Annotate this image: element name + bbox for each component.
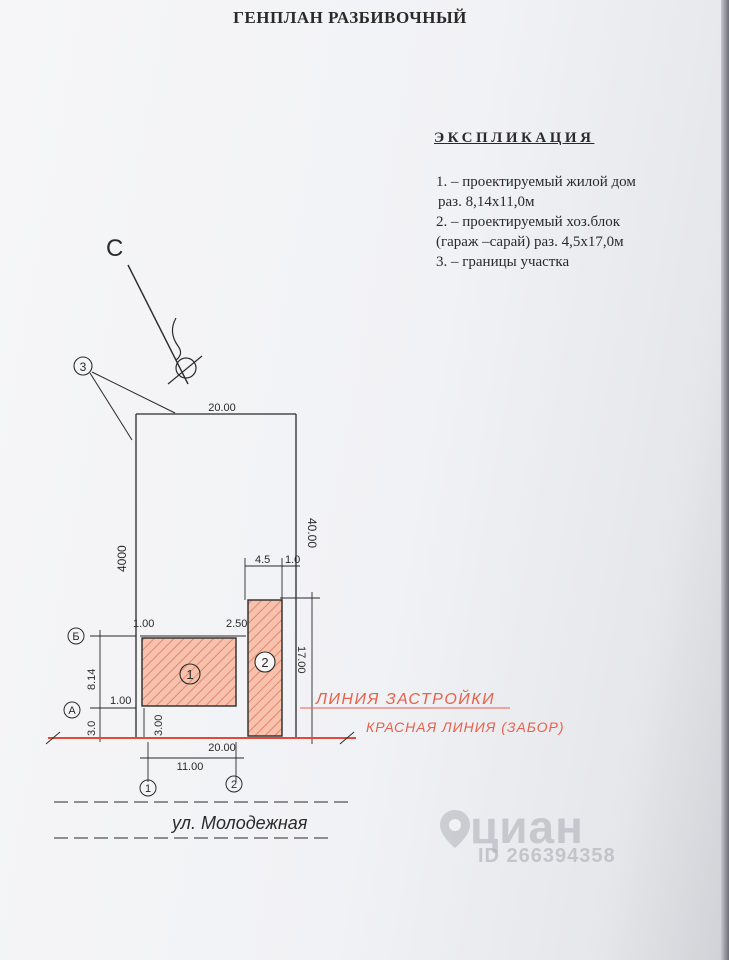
axis-b-label: Б [72, 631, 79, 643]
dim-left-length: 4000 [115, 545, 129, 572]
dim-house-width: 11.00 [177, 761, 204, 773]
dim-top-width: 20.00 [208, 402, 236, 414]
house-footprint: 1 [141, 637, 237, 707]
red-line-annotation: КРАСНАЯ ЛИНИЯ (ЗАБОР) [366, 719, 565, 735]
street-name: ул. Молодежная [170, 813, 308, 833]
explication-line-4: (гараж –сарай) раз. 4,5x17,0м [436, 234, 624, 250]
sheet-shadow-edge [721, 0, 729, 960]
watermark-brand: циан [470, 801, 584, 853]
dim-gap-house-block: 2.50 [226, 618, 247, 630]
dim-house-setback: 3.00 [153, 715, 165, 736]
outbuilding-marker-label: 2 [261, 655, 268, 670]
watermark-logo-icon [440, 810, 470, 848]
page-title: ГЕНПЛАН РАЗБИВОЧНЫЙ [233, 8, 467, 27]
dim-block-gap: 1.0 [285, 554, 300, 566]
dim-block-length: 17.00 [295, 646, 307, 674]
axis-2-label: 2 [231, 779, 237, 791]
dimension-lines [90, 558, 320, 782]
dim-front-setback: 3.0 [86, 721, 98, 736]
dim-block-width: 4.5 [255, 554, 270, 566]
red-line-tick-right [339, 731, 355, 745]
explication-line-3: 2. – проектируемый хоз.блок [436, 214, 621, 230]
dimension-labels: 20.00 4000 40.00 4.5 1.0 1.00 2.50 8.14 … [86, 402, 319, 773]
house-marker-label: 1 [186, 667, 193, 682]
axis-a-label: А [68, 705, 76, 717]
red-line-tick-left [45, 731, 61, 745]
dim-offset-bottom: 1.00 [110, 695, 131, 707]
build-line-annotation: ЛИНИЯ ЗАСТРОЙКИ [315, 689, 495, 708]
street-area: ул. Молодежная [54, 801, 350, 839]
dim-house-depth: 8.14 [86, 669, 98, 690]
explication-line-2: раз. 8,14x11,0м [438, 194, 535, 210]
explication-heading: ЭКСПЛИКАЦИЯ [434, 130, 595, 146]
axis-markers: Б А 1 2 [63, 627, 243, 797]
outbuilding-footprint: 2 [247, 599, 283, 737]
boundary-marker: 3 [73, 356, 176, 441]
explication-line-1: 1. – проектируемый жилой дом [436, 174, 636, 190]
north-arrow: С [106, 235, 203, 385]
boundary-marker-label: 3 [80, 360, 87, 374]
explication-line-5: 3. – границы участка [436, 254, 570, 270]
north-label: С [106, 235, 123, 262]
axis-1-label: 1 [145, 783, 151, 795]
dim-right-length: 40.00 [305, 518, 319, 548]
dim-bottom-width: 20.00 [208, 742, 236, 754]
dim-left-offset: 1.00 [133, 618, 154, 630]
watermark-id: ID 266394358 [478, 845, 616, 867]
